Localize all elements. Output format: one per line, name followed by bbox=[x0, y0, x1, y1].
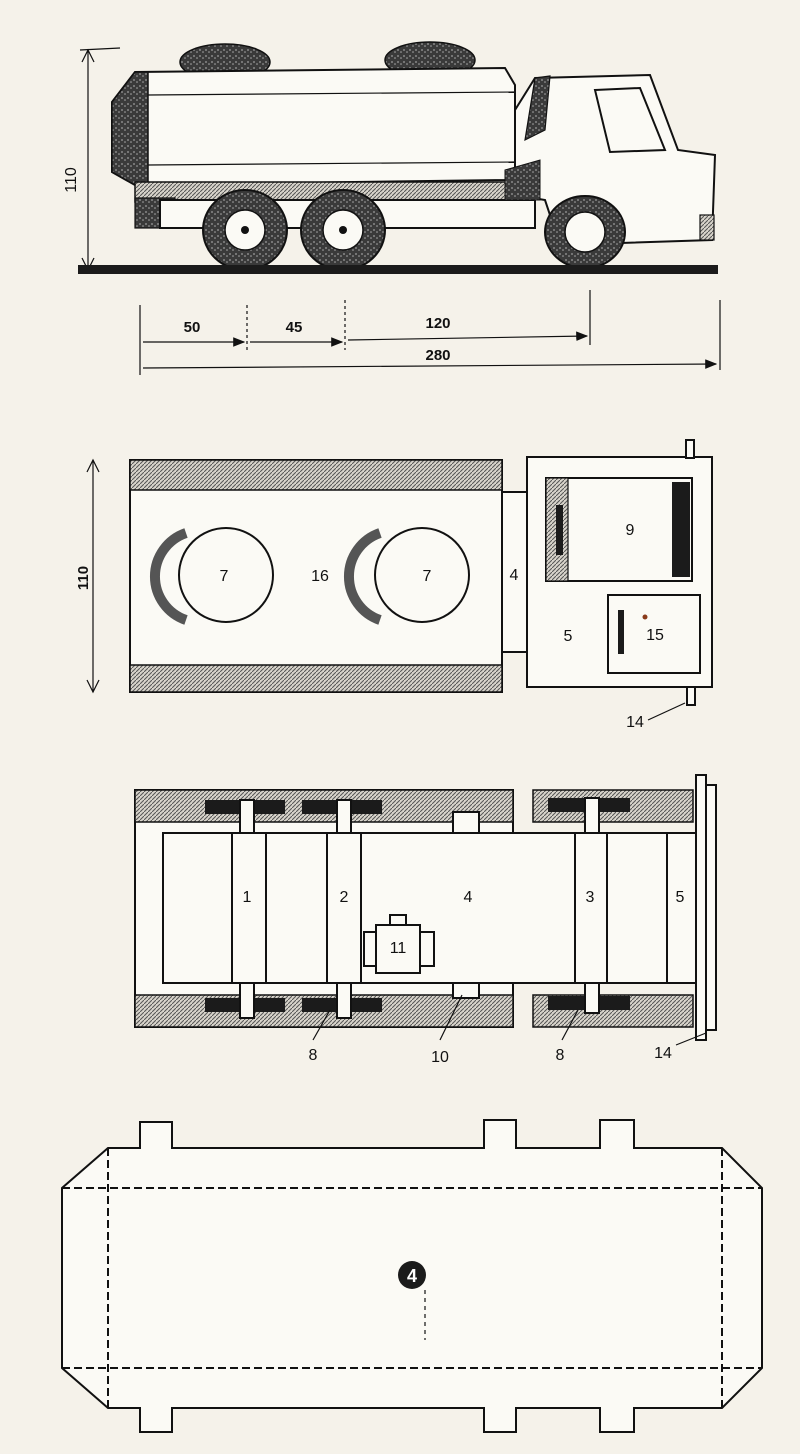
motor: 11 bbox=[363, 914, 435, 974]
ground-line bbox=[78, 265, 718, 274]
part-number-label: 4 bbox=[407, 1266, 417, 1286]
part-label: 14 bbox=[654, 1045, 672, 1062]
part-label: 16 bbox=[311, 568, 329, 585]
dim-label: 120 bbox=[425, 315, 450, 332]
part-label: 11 bbox=[390, 940, 407, 957]
tank-end-cap bbox=[111, 71, 149, 186]
front-wheel bbox=[544, 195, 626, 269]
chassis-view: 1 2 4 3 5 11 8 10 8 14 bbox=[134, 774, 717, 1066]
rear-wheel bbox=[300, 189, 386, 271]
part-label: 7 bbox=[220, 568, 229, 585]
dim-label: 280 bbox=[425, 347, 450, 364]
net-view: 4 bbox=[61, 1119, 763, 1433]
part-label: 14 bbox=[626, 714, 644, 731]
part-number-badge bbox=[398, 1261, 426, 1289]
part-label: 7 bbox=[423, 568, 432, 585]
dim-label: 50 bbox=[184, 319, 201, 336]
front-bumper bbox=[695, 774, 707, 1041]
connector bbox=[501, 491, 528, 653]
tank-body bbox=[111, 66, 516, 187]
cab-window bbox=[593, 86, 667, 154]
part-label: 9 bbox=[626, 522, 635, 539]
part-label: 15 bbox=[646, 627, 664, 644]
part-label: 2 bbox=[340, 889, 349, 906]
part-label: 5 bbox=[564, 628, 573, 645]
rear-wheel bbox=[202, 189, 288, 271]
dim-label: 45 bbox=[286, 319, 303, 336]
part-label: 8 bbox=[556, 1047, 565, 1064]
part-label: 1 bbox=[243, 889, 252, 906]
part-label: 4 bbox=[510, 567, 519, 584]
part-label: 10 bbox=[431, 1049, 449, 1066]
tank-hatch bbox=[178, 527, 274, 623]
tank-hatch bbox=[374, 527, 470, 623]
part-label: 5 bbox=[676, 889, 685, 906]
part-label: 8 bbox=[309, 1047, 318, 1064]
part-label: 4 bbox=[464, 889, 473, 906]
top-height-label: 110 bbox=[75, 566, 92, 590]
part-label: 3 bbox=[586, 889, 595, 906]
top-view: 110 7 16 7 4 9 5 15 14 bbox=[75, 439, 713, 731]
side-view: 110 bbox=[63, 41, 721, 375]
side-height-label: 110 bbox=[63, 167, 80, 193]
length-dimensions: 50 45 120 280 bbox=[139, 290, 721, 375]
